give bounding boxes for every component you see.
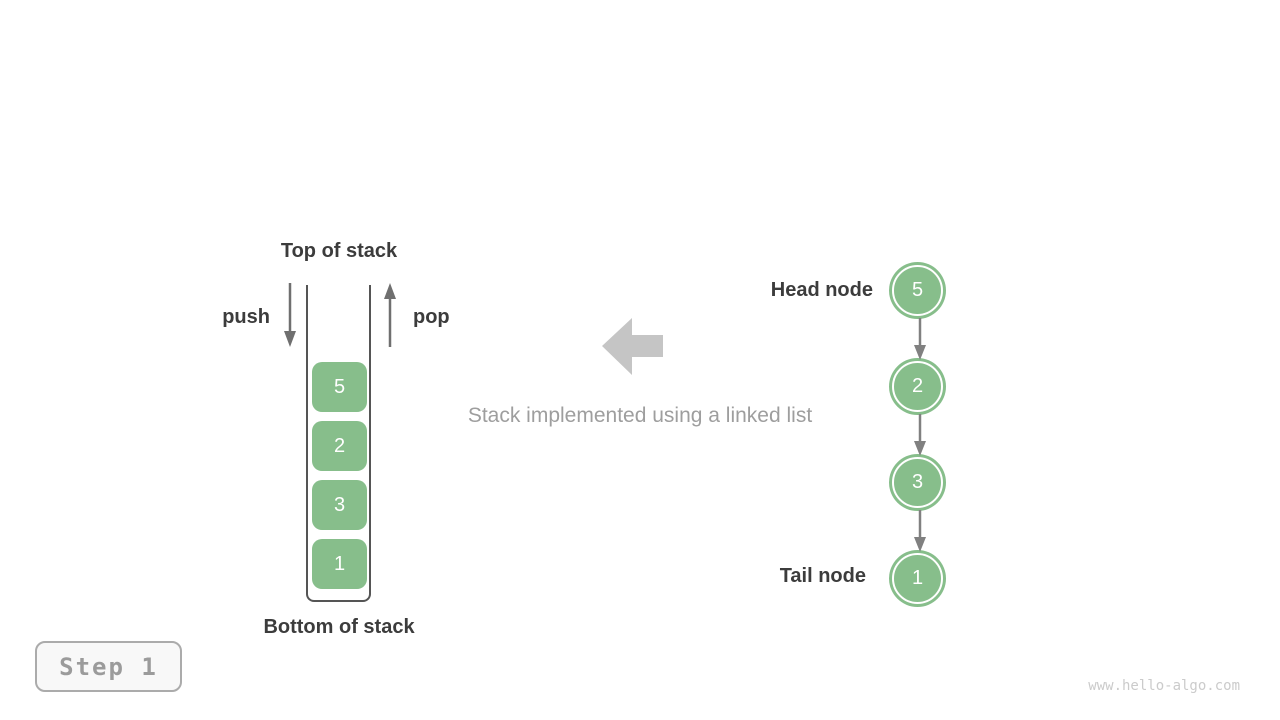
pop-label: pop [413, 306, 450, 328]
head-node-label: Head node [770, 279, 873, 301]
push-arrow-icon [282, 283, 298, 352]
list-node: 1 [892, 553, 943, 604]
list-node: 2 [892, 361, 943, 412]
left-block-arrow-icon [602, 318, 663, 380]
step-badge: Step 1 [35, 641, 182, 692]
list-node: 3 [892, 457, 943, 508]
push-label: push [222, 306, 270, 328]
top-of-stack-label: Top of stack [280, 240, 398, 262]
stack-item: 1 [312, 539, 367, 589]
stack-container [306, 285, 371, 602]
tail-node-label: Tail node [779, 565, 866, 587]
list-node: 5 [892, 265, 943, 316]
stack-item: 5 [312, 362, 367, 412]
stack-item: 2 [312, 421, 367, 471]
stack-item: 3 [312, 480, 367, 530]
list-link-arrow-icon [912, 414, 928, 461]
list-link-arrow-icon [912, 318, 928, 365]
bottom-of-stack-label: Bottom of stack [263, 616, 415, 638]
list-link-arrow-icon [912, 510, 928, 557]
caption-text: Stack implemented using a linked list [467, 404, 813, 427]
watermark-text: www.hello-algo.com [1088, 678, 1240, 694]
pop-arrow-icon [382, 283, 398, 352]
